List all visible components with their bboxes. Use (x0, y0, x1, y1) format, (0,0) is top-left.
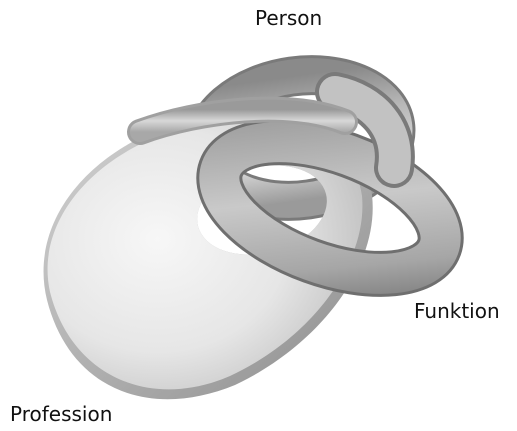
label-funktion: Funktion (414, 301, 500, 321)
label-person: Person (255, 8, 322, 28)
label-profession: Profession (10, 404, 112, 424)
